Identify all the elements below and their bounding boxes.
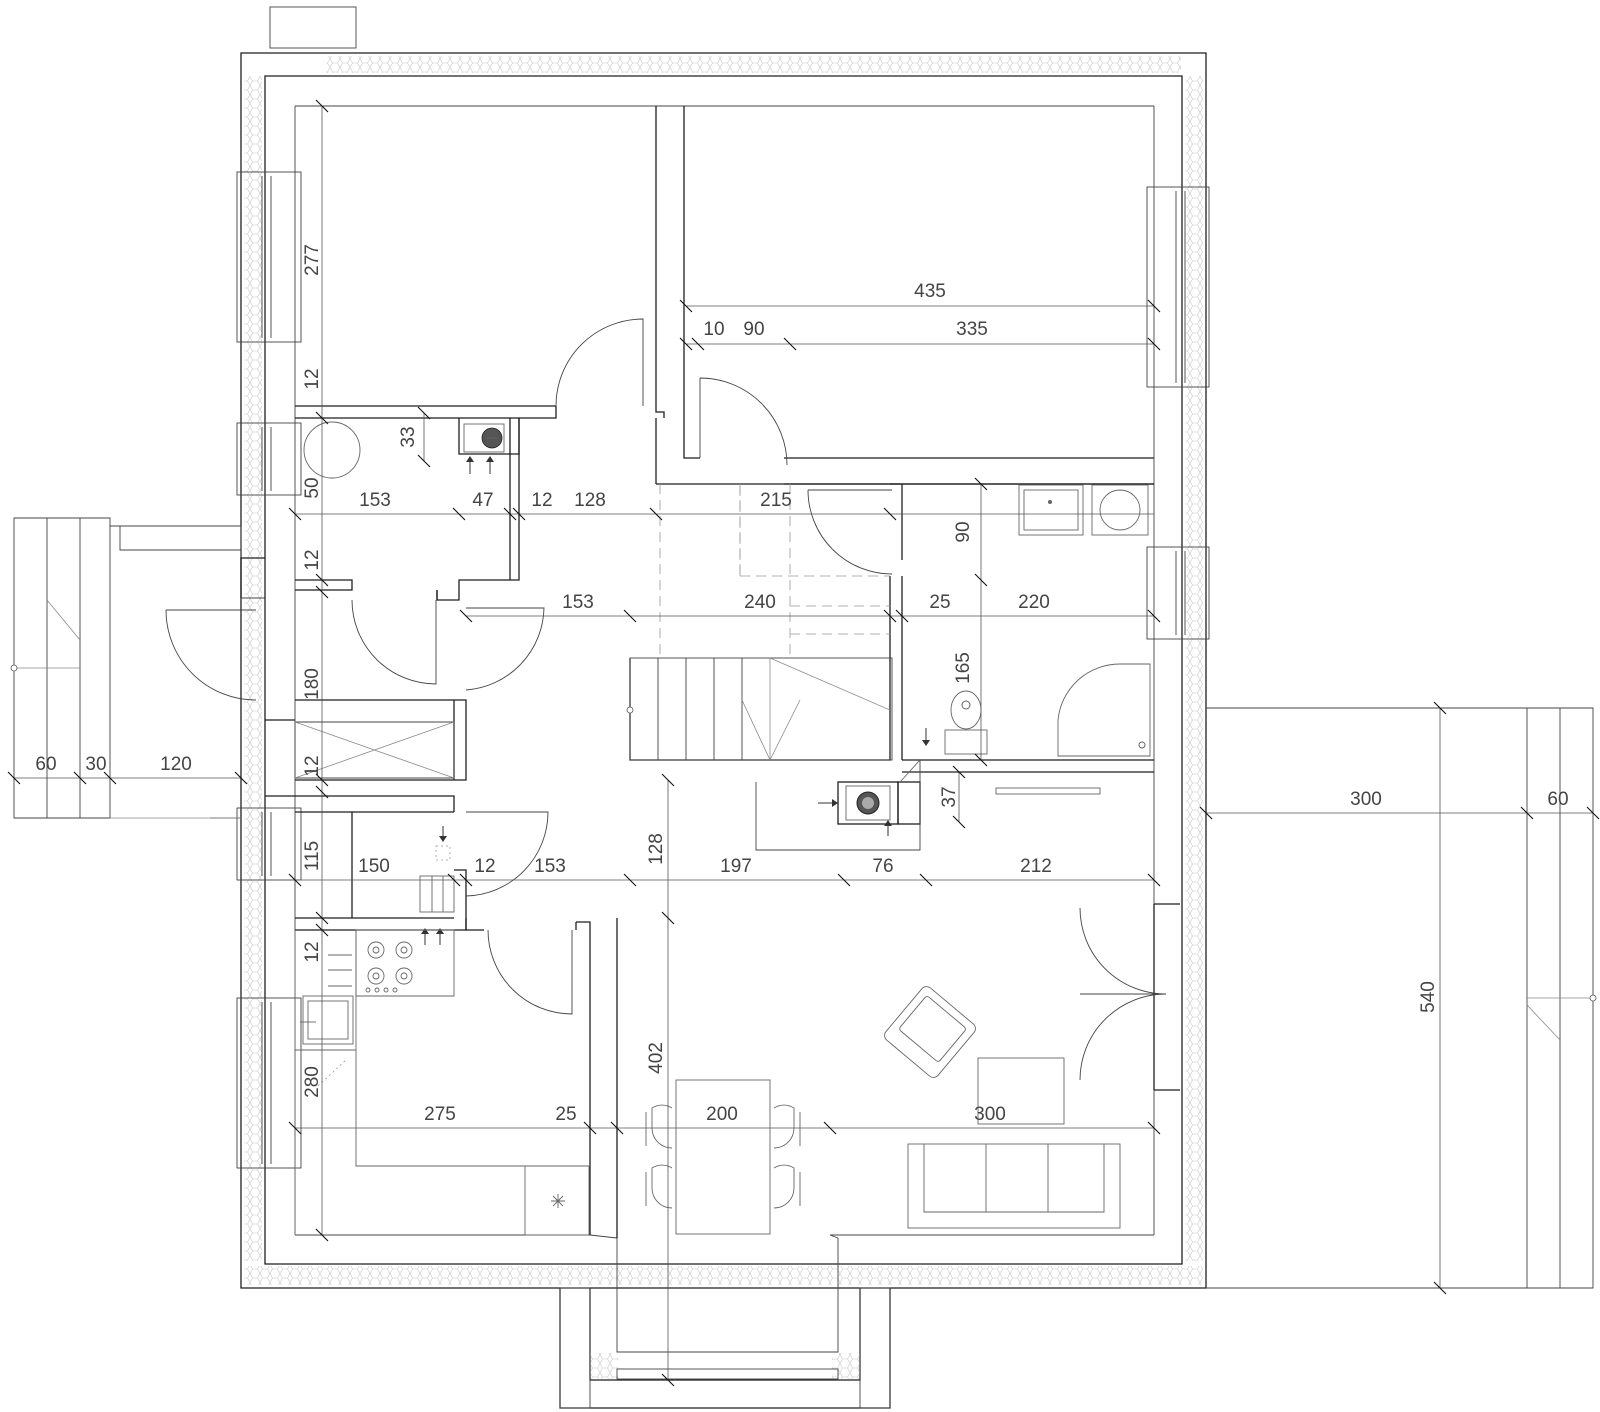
exterior-walls bbox=[240, 52, 1207, 1289]
dim-153-c: 153 bbox=[534, 856, 566, 877]
dim-220: 220 bbox=[1018, 592, 1050, 613]
dim-212: 212 bbox=[1020, 856, 1052, 877]
dim-47: 47 bbox=[472, 490, 493, 511]
dim-197: 197 bbox=[720, 856, 752, 877]
dim-12-d: 12 bbox=[302, 755, 323, 776]
dim-25-b: 25 bbox=[555, 1104, 576, 1125]
living-furniture bbox=[884, 986, 1121, 1229]
shaft-fixtures bbox=[818, 759, 1101, 836]
dim-402: 402 bbox=[646, 1042, 667, 1074]
dim-165: 165 bbox=[953, 652, 974, 684]
dim-300-terrace: 300 bbox=[1350, 789, 1382, 810]
dim-335: 335 bbox=[956, 319, 988, 340]
dim-76: 76 bbox=[872, 856, 893, 877]
dim-277: 277 bbox=[302, 244, 323, 276]
doors bbox=[165, 318, 1167, 1081]
dim-60-right: 60 bbox=[1547, 789, 1568, 810]
dim-12-b: 12 bbox=[531, 490, 552, 511]
dimension-labels: 277 435 10 90 335 12 33 50 153 47 12 128… bbox=[35, 244, 1568, 1125]
technical-fixtures bbox=[303, 421, 505, 479]
dim-33: 33 bbox=[398, 426, 419, 447]
left-entrance bbox=[10, 517, 265, 819]
dim-37: 37 bbox=[939, 786, 960, 807]
dim-180: 180 bbox=[302, 668, 323, 700]
wc-fixtures bbox=[419, 826, 455, 945]
dim-128-a: 128 bbox=[574, 490, 606, 511]
dim-12-c: 12 bbox=[302, 549, 323, 570]
dim-153-b: 153 bbox=[562, 592, 594, 613]
dim-215: 215 bbox=[760, 490, 792, 511]
dim-120: 120 bbox=[160, 754, 192, 775]
dim-540: 540 bbox=[1418, 981, 1439, 1013]
interior-walls bbox=[265, 106, 1180, 1238]
dim-153-a: 153 bbox=[359, 490, 391, 511]
kitchen bbox=[294, 929, 590, 1236]
terrace bbox=[1206, 707, 1597, 1289]
chimney-outline bbox=[269, 6, 357, 49]
dim-12-f: 12 bbox=[302, 941, 323, 962]
dim-30: 30 bbox=[85, 754, 106, 775]
dim-435: 435 bbox=[914, 281, 946, 302]
dimension-lines bbox=[14, 106, 1593, 1380]
dim-128-b: 128 bbox=[646, 833, 667, 865]
windows bbox=[236, 171, 1210, 1169]
dimension-ticks bbox=[7, 99, 1600, 1387]
dim-300-living: 300 bbox=[974, 1104, 1006, 1125]
dim-12-a: 12 bbox=[302, 368, 323, 389]
dim-200: 200 bbox=[706, 1104, 738, 1125]
dim-90-bath: 90 bbox=[953, 521, 974, 542]
dim-280: 280 bbox=[302, 1066, 323, 1098]
dim-115: 115 bbox=[302, 841, 323, 871]
dim-60-left: 60 bbox=[35, 754, 56, 775]
dim-240: 240 bbox=[744, 592, 776, 613]
dim-12-e: 12 bbox=[474, 856, 495, 877]
dim-25-a: 25 bbox=[929, 592, 950, 613]
dim-275: 275 bbox=[424, 1104, 456, 1125]
dim-150: 150 bbox=[358, 856, 390, 877]
bathroom-fixtures bbox=[922, 484, 1151, 757]
dim-90-top: 90 bbox=[743, 319, 764, 340]
bay-window bbox=[559, 1234, 891, 1409]
stairs bbox=[626, 484, 893, 761]
dim-10: 10 bbox=[703, 319, 724, 340]
dim-50: 50 bbox=[302, 477, 323, 498]
